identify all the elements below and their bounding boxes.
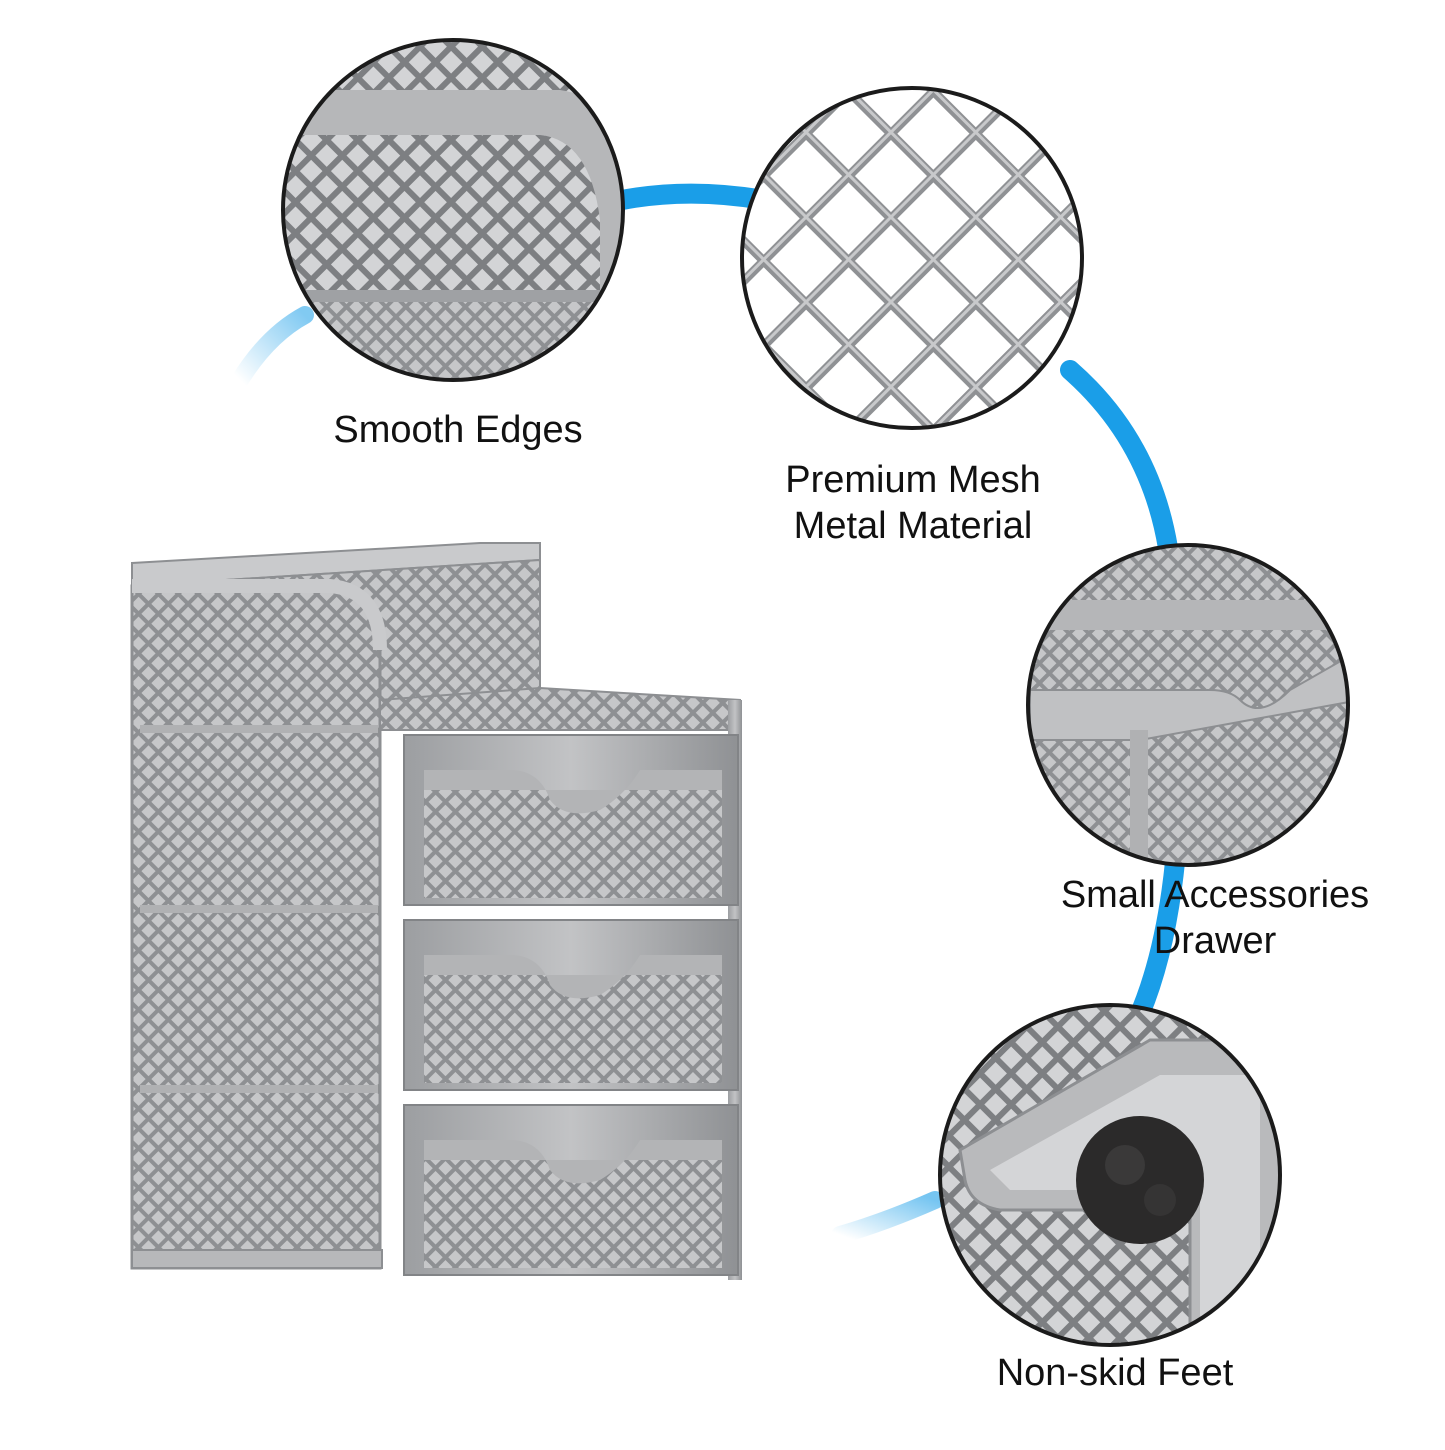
label-line: Small Accessories — [1060, 874, 1370, 916]
closeup-small-drawer — [1026, 543, 1350, 867]
label-non-skid-feet: Non-skid Feet — [915, 1350, 1315, 1396]
desk-organizer — [130, 542, 742, 1280]
label-line: Drawer — [1153, 920, 1277, 962]
label-line: Premium Mesh — [785, 459, 1041, 501]
label-premium-mesh: Premium Mesh Metal Material — [713, 457, 1113, 549]
label-small-drawer: Small Accessories Drawer — [1005, 872, 1425, 964]
label-line: Non-skid Feet — [996, 1352, 1234, 1394]
drawer-2 — [403, 919, 739, 1091]
label-smooth-edges: Smooth Edges — [258, 407, 658, 453]
closeup-non-skid-feet — [938, 1003, 1282, 1347]
accent-arc-fade — [231, 306, 314, 389]
drawer-1 — [403, 734, 739, 906]
accent-arc-fade — [831, 1191, 944, 1244]
closeup-premium-mesh — [740, 86, 1084, 430]
label-line: Metal Material — [793, 505, 1033, 547]
drawer-3 — [403, 1104, 739, 1276]
label-line: Smooth Edges — [333, 409, 583, 451]
accent-arc — [1060, 360, 1178, 558]
closeup-smooth-edges — [281, 38, 625, 382]
